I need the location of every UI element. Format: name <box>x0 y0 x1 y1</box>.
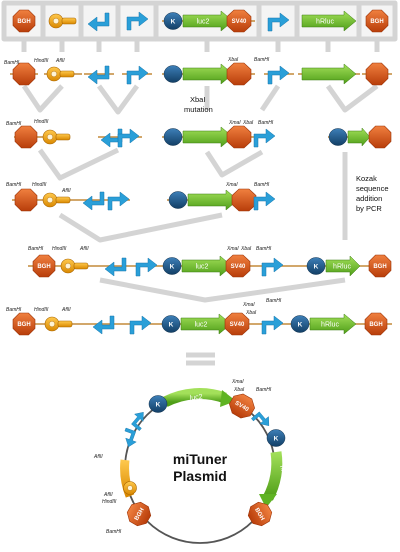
kozak-label: K <box>170 263 175 270</box>
bamhi-site-label: BamHI <box>106 529 122 535</box>
bamhi-site-label: BamHI <box>4 60 20 66</box>
sv40-label: SV40 <box>231 264 246 270</box>
assembly-connectors <box>1 0 398 366</box>
assembly-step-3-row: BGH BamHI HindIII AflII K luc2 SV40 XmaI… <box>28 246 392 278</box>
hrluc-label: hRluc <box>278 465 290 485</box>
final-linear-construct-row: BGH BamHI HindIII AflII K luc2 SV40 XmaI… <box>6 298 392 336</box>
aflii-site-label: AflII <box>61 188 71 194</box>
hrluc-gene-icon: hRluc <box>301 10 357 32</box>
bgh-label: BGH <box>369 322 382 328</box>
hindiii-site-label: HindIII <box>34 119 49 125</box>
kozak-label: K <box>298 321 303 328</box>
kozak-note: by PCR <box>356 204 382 213</box>
plasmid-map: luc2 K SV40 XmaI XbaI BamHI K hRluc BGH … <box>93 379 290 544</box>
plasmid-title: miTuner <box>173 451 228 467</box>
xbai-mutation-note: XbaI <box>190 95 205 104</box>
assembly-step-1-row: BamHI HindIII XmaI XbaI BamHI <box>6 119 392 149</box>
bamhi-site-label: BamHI <box>256 246 272 252</box>
kozak-label: K <box>171 18 176 25</box>
luc2-arrowhead <box>220 390 236 407</box>
bamhi-site-label: BamHI <box>6 121 22 127</box>
hrluc-label: hRluc <box>316 19 334 26</box>
xmai-site-label: XmaI <box>242 302 255 308</box>
kozak-note: addition <box>356 194 382 203</box>
bgh-label: BGH <box>373 264 386 270</box>
hindiii-site-label: HindIII <box>52 246 67 252</box>
bamhi-site-label: BamHI <box>6 307 22 313</box>
aflii-site-label: AflII <box>93 454 103 460</box>
hindiii-site-label: HindIII <box>34 307 49 313</box>
sv40-label: SV40 <box>230 322 245 328</box>
part-icons-row: BGH K luc2 SV40 hRluc BGH <box>12 9 389 33</box>
plasmid-title: Plasmid <box>173 468 227 484</box>
bgh-terminator-icon: BGH <box>12 9 36 33</box>
kozak-label: K <box>314 263 319 270</box>
hindiii-site-label: HindIII <box>34 58 49 64</box>
hrluc-label: hRluc <box>321 322 339 329</box>
bamhi-site-label: BamHI <box>256 387 272 393</box>
luc2-segment <box>162 388 227 407</box>
kozak-label: K <box>156 401 161 408</box>
bamhi-site-label: BamHI <box>6 182 22 188</box>
bamhi-site-label: BamHI <box>254 57 270 63</box>
hindiii-site-label: HindIII <box>102 499 117 505</box>
xmai-site-label: XmaI <box>225 182 238 188</box>
bamhi-site-label: BamHI <box>254 182 270 188</box>
xmai-site-label: XmaI <box>228 120 241 126</box>
bgh-label: BGH <box>253 507 265 522</box>
aflii-site-label: AflII <box>55 58 65 64</box>
bgh-label: BGH <box>37 264 50 270</box>
bamhi-site-label: BamHI <box>258 120 274 126</box>
xbai-site-label: XbaI <box>242 120 254 126</box>
aflii-site-label: AflII <box>61 307 71 313</box>
aflii-site-label: AflII <box>103 492 113 498</box>
kozak-label: K <box>274 435 279 442</box>
parts-with-sites-row: BamHI HindIII AflII XbaI BamHI <box>4 57 392 86</box>
bamhi-site-label: BamHI <box>266 298 282 304</box>
luc2-label: luc2 <box>195 322 208 329</box>
assembly-step-2-row: BamHI HindIII AflII XmaI BamHI <box>6 182 276 212</box>
luc2-label: luc2 <box>197 19 210 26</box>
xbai-site-label: XbaI <box>245 310 257 316</box>
hrluc-segment <box>263 451 283 501</box>
xmai-site-label: XmaI <box>226 246 239 252</box>
xbai-site-label: XbaI <box>233 387 245 393</box>
bgh-label: BGH <box>134 507 146 522</box>
bamhi-site-label: BamHI <box>28 246 44 252</box>
bgh-label: BGH <box>370 19 383 25</box>
aflii-site-label: AflII <box>79 246 89 252</box>
kozak-label: K <box>169 321 174 328</box>
xbai-mutation-note: mutation <box>184 105 213 114</box>
luc2-label: luc2 <box>196 264 209 271</box>
hrluc-arrowhead <box>259 494 277 508</box>
kozak-luc2-sv40-icon: K luc2 SV40 <box>162 9 255 33</box>
hrluc-label: hRluc <box>333 264 351 271</box>
kozak-note: sequence <box>356 184 389 193</box>
kozak-note: Kozak <box>356 174 377 183</box>
bgh-label: BGH <box>17 322 30 328</box>
xbai-site-label: XbaI <box>227 57 239 63</box>
xmai-site-label: XmaI <box>231 379 244 385</box>
bgh-label: BGH <box>17 19 30 25</box>
bgh-terminator-icon: BGH <box>365 9 389 33</box>
xbai-site-label: XbaI <box>240 246 252 252</box>
luc2-label: luc2 <box>189 394 203 402</box>
sv40-label: SV40 <box>232 19 247 25</box>
hindiii-site-label: HindIII <box>32 182 47 188</box>
